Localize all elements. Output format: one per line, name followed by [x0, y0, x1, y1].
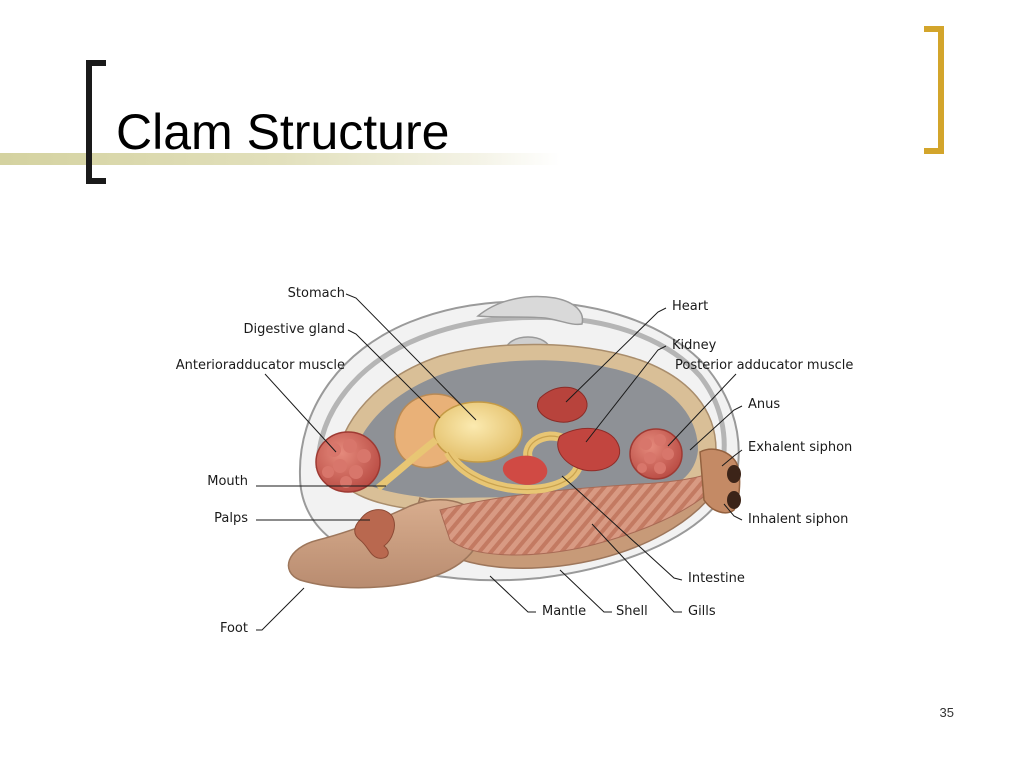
leader-gills [591, 523, 682, 613]
label-gills: Gills [688, 604, 716, 619]
leader-anus [689, 405, 743, 451]
leader-shell [559, 569, 612, 613]
label-kidney: Kidney [672, 338, 717, 353]
leader-kidney [585, 345, 667, 443]
stomach-organ [433, 401, 523, 463]
label-inhalent-siphon: Inhalent siphon [748, 512, 848, 527]
left-bracket-decoration [86, 60, 106, 184]
siphons-organ [699, 448, 741, 514]
label-shell: Shell [616, 604, 648, 619]
slide-title: Clam Structure [116, 104, 450, 160]
page-number: 35 [939, 705, 954, 720]
leader-lines [256, 293, 743, 631]
leader-heart [565, 307, 667, 403]
label-posterior-adductor-muscle: Posterior adducator muscle [675, 358, 853, 373]
leader-anterior-adductor [264, 373, 337, 453]
label-exhalent-siphon: Exhalent siphon [748, 440, 852, 455]
label-mantle: Mantle [542, 604, 586, 619]
label-anus: Anus [748, 397, 780, 412]
label-anterior-adductor-muscle: Anterioradducator muscle [176, 358, 345, 373]
title-underline-band [0, 153, 560, 165]
label-stomach: Stomach [288, 286, 345, 301]
diagram-labels: Stomach Digestive gland Anterioradducato… [176, 286, 854, 636]
leader-posterior-adductor [667, 373, 737, 447]
label-mouth: Mouth [207, 474, 248, 489]
label-digestive-gland: Digestive gland [244, 322, 346, 337]
leader-exhalent-siphon [721, 449, 743, 467]
label-palps: Palps [214, 511, 248, 526]
right-bracket-decoration [924, 26, 944, 154]
leader-inhalent-siphon [723, 503, 743, 521]
label-heart: Heart [672, 299, 708, 314]
leader-mantle [489, 575, 536, 613]
leader-foot [256, 587, 305, 631]
kidney-organ [502, 427, 621, 485]
palps-organ [354, 509, 395, 559]
leader-stomach [345, 293, 477, 421]
posterior-adductor-muscle-organ [629, 428, 683, 480]
label-intestine: Intestine [688, 571, 745, 586]
leader-intestine [561, 475, 683, 581]
label-foot: Foot [220, 621, 248, 636]
heart-organ [537, 386, 588, 423]
leader-digestive-gland [347, 329, 441, 419]
